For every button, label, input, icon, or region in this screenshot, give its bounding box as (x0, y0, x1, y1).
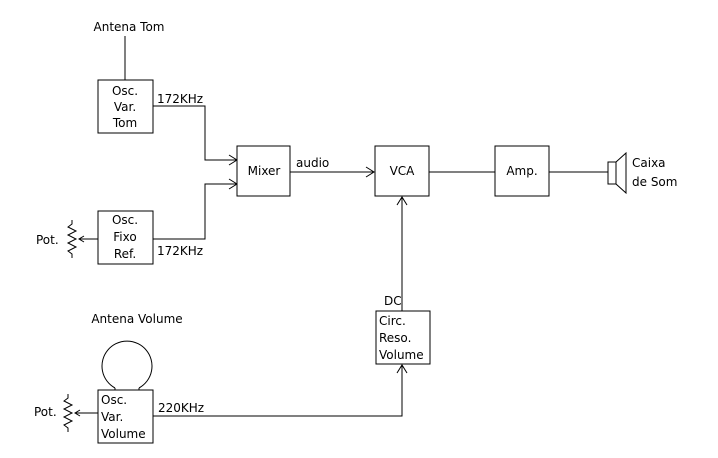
label-pot-volume: Pot. (34, 405, 57, 419)
label-pot-ref: Pot. (36, 233, 59, 247)
osc-var-volume-line-1: Osc. (101, 393, 127, 407)
label-freq-ref: 172KHz (157, 244, 203, 258)
wire-tom-to-mixer (153, 105, 236, 161)
osc-var-tom-line-1: Osc. (112, 84, 138, 98)
wire-ref-to-mixer (153, 183, 236, 240)
osc-var-volume-line-3: Volume (101, 427, 146, 441)
block-vca (374, 145, 430, 197)
speaker-icon (607, 151, 627, 195)
block-mixer (236, 145, 291, 197)
potentiometer-icon (66, 220, 98, 258)
block-osc-var-volume (97, 389, 154, 444)
osc-var-volume-line-2: Var. (101, 410, 123, 424)
block-amp (494, 145, 550, 197)
arrowhead-circ-vca (396, 196, 408, 206)
arrowhead-mixer-vca (365, 166, 375, 178)
label-caixa: Caixa (632, 156, 666, 170)
arrowhead-volume-circ (396, 364, 408, 374)
label-antena-tom: Antena Tom (94, 20, 165, 34)
osc-var-tom-line-2: Var. (114, 100, 136, 114)
label-freq-tom: 172KHz (157, 92, 203, 106)
circ-reso-volume-line-2: Reso. (379, 331, 411, 345)
label-dc: DC (384, 294, 402, 308)
label-freq-volume: 220KHz (158, 401, 204, 415)
circ-reso-volume-line-1: Circ. (379, 314, 406, 328)
osc-fixo-ref-line-2: Fixo (113, 230, 136, 244)
label-antena-volume: Antena Volume (91, 312, 182, 326)
label-de-som: de Som (632, 175, 677, 189)
wire-volume-to-circ (153, 366, 403, 417)
osc-fixo-ref-line-3: Ref. (114, 247, 136, 261)
label-audio: audio (296, 156, 329, 170)
mixer-label: Mixer (248, 164, 281, 178)
block-circ-reso-volume (375, 310, 431, 365)
potentiometer-icon (62, 394, 98, 432)
osc-var-tom-line-3: Tom (112, 116, 137, 130)
circ-reso-volume-line-3: Volume (379, 348, 424, 362)
block-osc-fixo-ref (97, 210, 154, 265)
loop-antenna-icon (101, 340, 153, 390)
osc-fixo-ref-line-1: Osc. (112, 213, 138, 227)
vca-label: VCA (390, 164, 416, 178)
amp-label: Amp. (506, 164, 537, 178)
